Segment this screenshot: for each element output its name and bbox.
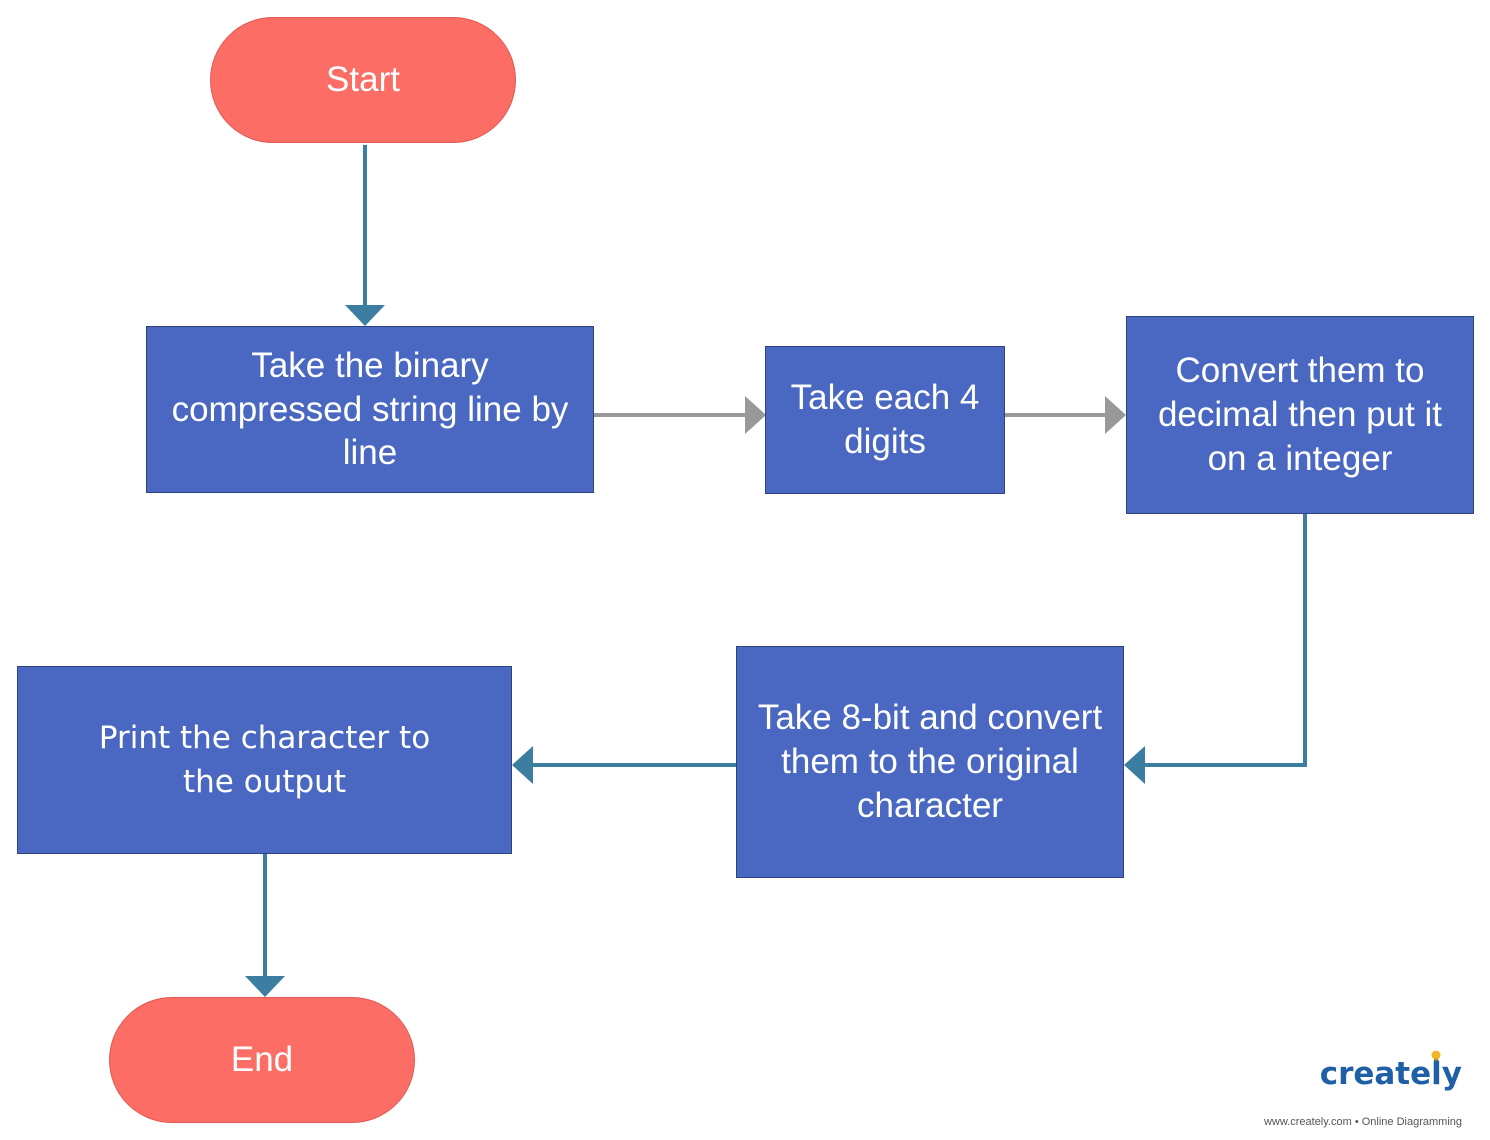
- arrowhead-left-1: [1124, 746, 1145, 784]
- arrowhead-down-1: [345, 305, 385, 326]
- end-label: End: [230, 1040, 294, 1080]
- arrowhead-right-2: [1105, 396, 1126, 434]
- start-label: Start: [326, 60, 400, 100]
- logo-wordmark: creately: [1319, 1056, 1462, 1092]
- take-binary-label: Take the binary compressed string line b…: [171, 345, 569, 473]
- creately-logo: creately www.creately.com • Online Diagr…: [1236, 1050, 1476, 1130]
- arrowhead-down-2: [245, 976, 285, 997]
- take-each-label: Take each 4 digits: [790, 378, 980, 461]
- arrowhead-right-1: [745, 396, 766, 434]
- lightbulb-icon: [1431, 1050, 1441, 1062]
- process-take-8bit: Take 8-bit and convert them to the origi…: [736, 646, 1124, 878]
- process-convert-decimal: Convert them to decimal then put it on a…: [1126, 316, 1474, 514]
- start-terminal: Start: [210, 17, 516, 143]
- take-8bit-label: Take 8-bit and convert them to the origi…: [757, 698, 1103, 825]
- print-char-label: Print the character to the output: [98, 719, 431, 800]
- end-terminal: End: [109, 997, 415, 1123]
- logo-tagline: www.creately.com • Online Diagramming: [1263, 1116, 1462, 1128]
- convert-decimal-label: Convert them to decimal then put it on a…: [1157, 351, 1443, 478]
- arrowhead-left-2: [512, 746, 533, 784]
- connector-convert-to-take-8bit: [1140, 513, 1307, 767]
- process-take-binary: Take the binary compressed string line b…: [146, 326, 594, 493]
- process-take-each: Take each 4 digits: [765, 346, 1005, 494]
- process-print-char: Print the character to the output: [17, 666, 512, 854]
